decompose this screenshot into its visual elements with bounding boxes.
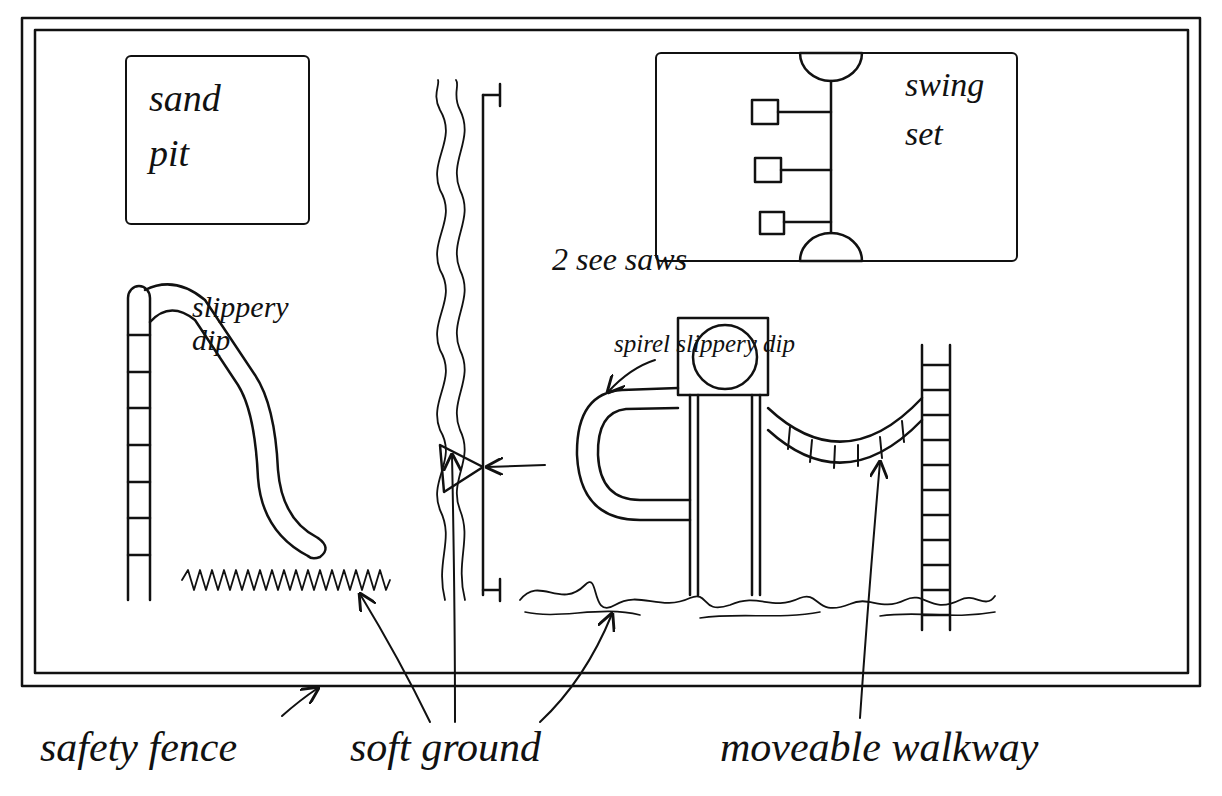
area-box: swing set bbox=[655, 52, 1018, 262]
leader-line bbox=[608, 360, 655, 392]
swing-seat bbox=[752, 100, 778, 124]
leader-line bbox=[452, 455, 455, 722]
fence-inner bbox=[35, 30, 1188, 673]
swing-chain bbox=[781, 169, 831, 172]
ladder-rungs bbox=[128, 335, 150, 555]
slide-end bbox=[308, 538, 326, 558]
swing-seat bbox=[760, 212, 784, 234]
area-name: swing set bbox=[905, 60, 1005, 159]
swing-chain bbox=[784, 221, 831, 224]
walkway-ladder bbox=[922, 345, 950, 630]
walkway-rope bbox=[768, 420, 922, 463]
part-label: spirel slippery dip bbox=[614, 330, 884, 358]
area-name: sand pit bbox=[149, 71, 259, 181]
soft-ground-strip bbox=[436, 80, 446, 600]
spiral-chute bbox=[598, 408, 690, 500]
fence-outer bbox=[22, 18, 1200, 686]
swing-seat bbox=[755, 158, 781, 182]
walkway-rope bbox=[768, 398, 922, 442]
leader-line bbox=[282, 688, 318, 716]
soft-ground-zigzag bbox=[182, 570, 390, 590]
part-label: slippery dip bbox=[192, 290, 312, 356]
area-box: sand pit bbox=[125, 55, 310, 225]
swing-frame-top bbox=[800, 53, 862, 81]
see-saw-handle bbox=[483, 579, 500, 601]
soft-ground-strip bbox=[456, 80, 465, 600]
part-label: moveable walkway bbox=[720, 724, 1140, 770]
swing-frame-bottom bbox=[800, 233, 862, 261]
soft-ground-scribble bbox=[525, 611, 995, 618]
see-saw-handle bbox=[483, 84, 500, 106]
slide-ladder bbox=[128, 286, 150, 600]
leader-line bbox=[860, 462, 880, 718]
leader-line bbox=[487, 465, 545, 467]
leader-line bbox=[360, 594, 430, 722]
see-saw-plank bbox=[482, 95, 485, 595]
walkway-slats bbox=[788, 421, 904, 468]
part-label: soft ground bbox=[350, 724, 610, 770]
swing-chain bbox=[778, 111, 831, 114]
tower-legs bbox=[690, 395, 760, 595]
leader-line bbox=[540, 614, 612, 722]
soft-ground-scribble bbox=[520, 582, 995, 608]
part-label: safety fence bbox=[40, 724, 300, 770]
part-label: 2 see saws bbox=[552, 242, 782, 277]
spiral-chute bbox=[577, 388, 690, 520]
slide-chute bbox=[145, 284, 318, 538]
swing-beam bbox=[830, 81, 833, 233]
